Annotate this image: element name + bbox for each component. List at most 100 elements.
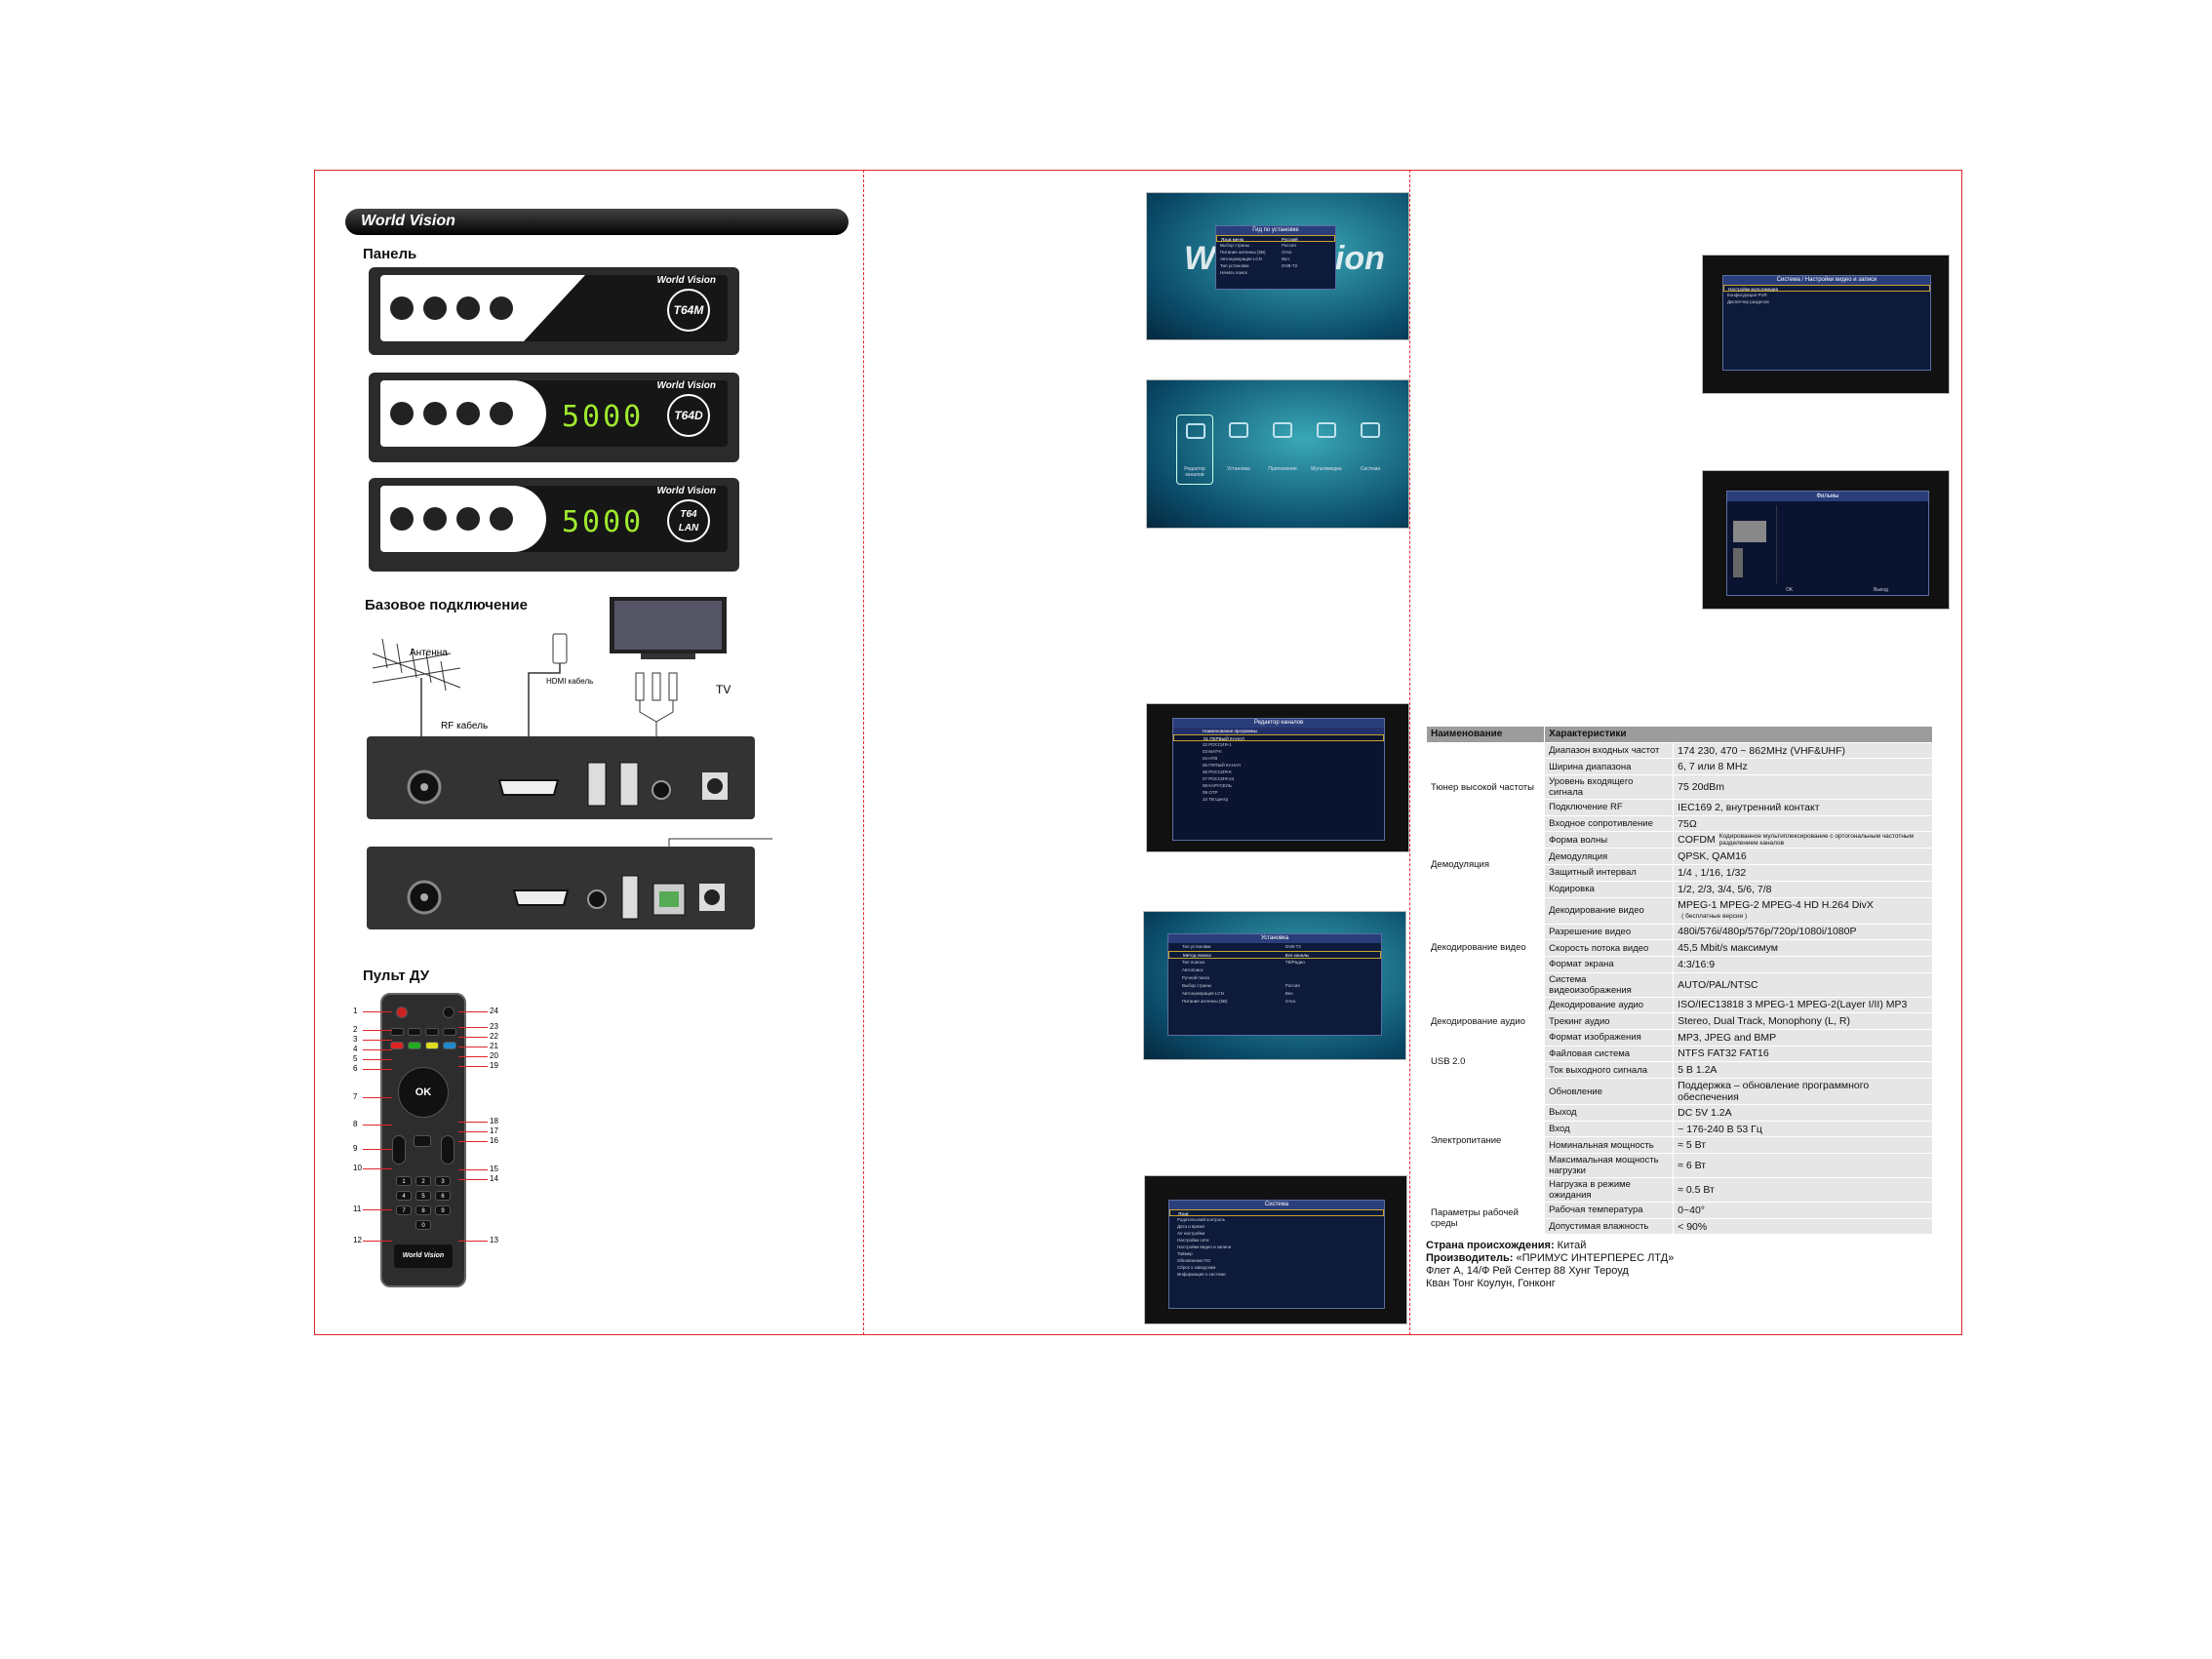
spec-value-text: 45,5 Mbit/s максимум (1678, 942, 1779, 955)
channel-row[interactable]: 04 НТВ (1203, 756, 1218, 761)
spec-param: Система видеоизображения (1544, 971, 1675, 998)
spec-value-text: 6, 7 или 8 MHz (1678, 761, 1748, 773)
volume-rocker (392, 1135, 406, 1165)
channel-row[interactable]: 09 ОТР (1203, 790, 1218, 795)
screen-channel-editor: Редактор каналов Наименование программы … (1146, 703, 1409, 852)
device-brand: World Vision (656, 486, 716, 496)
channel-row[interactable]: 02 РОССИЯ-1 (1203, 742, 1232, 747)
callout-number: 21 (490, 1042, 498, 1050)
installation-title: Установка (1168, 934, 1381, 943)
callout-number: 22 (490, 1032, 498, 1041)
menu-tile-0[interactable] (1176, 415, 1213, 485)
system-row[interactable]: Настройки сети (1177, 1238, 1209, 1243)
spec-param: Декодирование видео (1544, 896, 1675, 925)
channel-row[interactable]: 03 МАТЧ! (1203, 749, 1222, 754)
fold-line-2 (1409, 170, 1410, 1335)
system-row[interactable]: Информация о системе (1177, 1272, 1226, 1277)
system-row[interactable]: AV настройки (1177, 1231, 1205, 1236)
device-front-t64-lan: 5000 World Vision T64 LAN (369, 478, 739, 572)
system-row[interactable]: Родительский контроль (1177, 1217, 1226, 1222)
callout-number: 12 (353, 1236, 362, 1244)
spec-value-text: Stereo, Dual Track, Monophony (L, R) (1678, 1015, 1850, 1028)
origin-label: Страна происхождения: (1426, 1240, 1555, 1251)
yellow-key (425, 1042, 439, 1049)
installation-row-value: DVB-T2 (1284, 944, 1301, 949)
spec-value-note: Кодированное мультиплексирование с ортог… (1718, 833, 1915, 848)
callout-number: 16 (490, 1136, 498, 1145)
menu-tile-3[interactable] (1308, 415, 1345, 452)
spec-param: Подключение RF (1544, 799, 1675, 816)
channel-row[interactable]: 01 ПЕРВЫЙ КАНАЛ (1173, 734, 1384, 741)
center-key (414, 1135, 431, 1147)
spec-value: 45,5 Mbit/s максимум (1673, 939, 1933, 957)
installation-row-label: Тип установки (1182, 944, 1211, 949)
menu-tile-4[interactable] (1352, 415, 1389, 452)
installation-row[interactable]: Ручной поиск (1168, 974, 1381, 982)
spec-group-name: USB 2.0 (1425, 1045, 1546, 1080)
system-row[interactable]: Сброс к заводским (1177, 1265, 1216, 1270)
channel-row[interactable]: 06 РОССИЯ-К (1203, 770, 1232, 774)
spec-param: Разрешение видео (1544, 923, 1675, 941)
channel-row[interactable]: 05 ПЯТЫЙ КАНАЛ (1203, 763, 1241, 768)
menu-tile-label: Приложения (1268, 466, 1297, 472)
video-rec-row[interactable]: Настройки мультимедиа (1723, 285, 1930, 292)
channel-row[interactable]: 08 КАРУСЕЛЬ (1203, 783, 1232, 788)
system-row[interactable]: Дата и время (1177, 1224, 1205, 1229)
wizard-row[interactable]: Питание антенны (5В)Откл. (1216, 249, 1335, 256)
channel-list-header: Наименование программы (1173, 728, 1384, 734)
spec-param: Декодирование аудио (1544, 996, 1675, 1014)
system-row[interactable]: Язык (1169, 1209, 1384, 1216)
wizard-row[interactable]: Начать поиск (1216, 269, 1335, 276)
installation-row[interactable]: Тип установки DVB-T2 (1168, 943, 1381, 951)
spec-value: QPSK, QAM16 (1673, 848, 1933, 866)
tv-icon (1186, 423, 1205, 439)
spec-value-text: IEC169 2, внутренний контакт (1678, 801, 1820, 813)
callout-number: 5 (353, 1054, 358, 1063)
video-rec-row[interactable]: Диспетчер разделов (1727, 299, 1769, 304)
spec-row: Максимальная мощность нагрузки≈ 6 Вт (1427, 1153, 1933, 1179)
channel-row[interactable]: 10 ТВ Центр (1203, 797, 1229, 802)
spec-value-text: ≈ 6 Вт (1678, 1160, 1707, 1172)
wizard-row-value: Россия (1282, 243, 1296, 248)
video-rec-row[interactable]: Конфигурация PVR (1727, 293, 1767, 297)
system-row[interactable]: Обновление ПО (1177, 1258, 1210, 1263)
spec-param: Номинальная мощность (1544, 1136, 1675, 1155)
channel-row[interactable]: 07 РОССИЯ-24 (1203, 776, 1235, 781)
spec-value: MP3, JPEG and BMP (1673, 1028, 1933, 1047)
wizard-row-label: Начать поиск (1220, 270, 1247, 275)
apps-grid-icon (1273, 422, 1292, 438)
spec-param: Выход (1544, 1104, 1675, 1122)
spec-value: ≈ 6 Вт (1673, 1153, 1933, 1179)
spec-value-text: DC 5V 1.2A (1678, 1106, 1732, 1119)
installation-row[interactable]: Питание антенны (5В)Откл. (1168, 998, 1381, 1006)
installation-row[interactable]: Автопоиск (1168, 967, 1381, 974)
callout-number: 3 (353, 1035, 358, 1044)
spec-param: Рабочая температура (1544, 1202, 1675, 1219)
system-row[interactable]: Таймер (1177, 1251, 1193, 1256)
screen-video-recording: Система / Настройки видео и записи Настр… (1702, 255, 1950, 394)
red-key (390, 1042, 404, 1049)
spec-group-name: Электропитание (1425, 1077, 1546, 1204)
menu-tile-2[interactable] (1264, 415, 1301, 452)
spec-value-text: 0~40° (1678, 1204, 1706, 1216)
menu-tile-1[interactable] (1220, 415, 1257, 452)
spec-value-text: 174 230, 470 ~ 862MHz (VHF&UHF) (1678, 744, 1846, 757)
system-row[interactable]: Настройки видео и записи (1177, 1244, 1232, 1249)
wizard-row-value: Русский (1282, 237, 1298, 242)
maker-value: «ПРИМУС ИНТЕРПЕРЕС ЛТД» (1516, 1252, 1675, 1264)
spec-value-text: NTFS FAT32 FAT16 (1678, 1047, 1769, 1060)
